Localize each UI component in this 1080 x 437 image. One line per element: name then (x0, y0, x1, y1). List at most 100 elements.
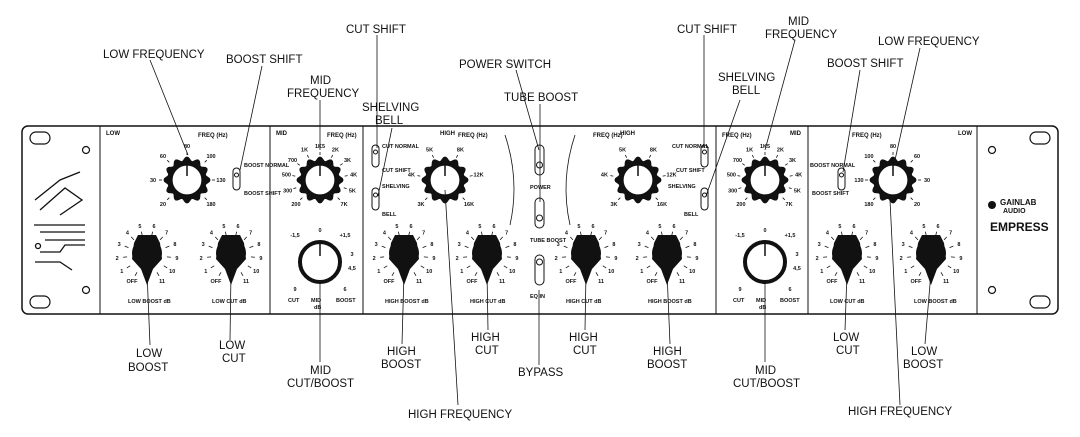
tick-label: OFF (384, 279, 396, 285)
tick-mark (159, 236, 164, 241)
tick-label: 3K (789, 158, 796, 164)
tick-label: 30 (924, 178, 930, 184)
tick-label: 3K (417, 202, 424, 208)
freq-hz-label: FREQ (Hz) (327, 133, 357, 139)
tick-mark (210, 265, 215, 269)
tick-label: OFF (911, 279, 923, 285)
tick-label: 10 (426, 269, 432, 275)
callout-bypass: BYPASS (518, 367, 563, 379)
tick-label: 9 (259, 256, 262, 262)
tick-mark (595, 272, 599, 276)
tick-label: 11 (859, 279, 865, 285)
mid-cut-boost-knob-left[interactable]: -1,50+1,534,569 (290, 228, 356, 293)
tick-label: 1K (301, 148, 308, 154)
brand-line2: AUDIO (1003, 208, 1026, 215)
tick-label: 4,5 (348, 266, 356, 272)
cut-shift-switch-right[interactable] (700, 144, 709, 168)
callout-shelving-right-1: SHELVING (718, 72, 775, 84)
tick-label: 8K (650, 148, 657, 154)
tick-mark (124, 245, 129, 248)
cut-shift-switch-left[interactable] (371, 144, 380, 168)
tick-label: 6 (343, 287, 346, 293)
tick-label: 3 (202, 242, 205, 248)
tick-mark (654, 272, 658, 276)
shelving-bell-switch-right[interactable] (700, 187, 709, 211)
tick-mark (166, 159, 170, 163)
callout-high-cut-left-1: HIGH (471, 332, 500, 344)
tick-label: 100 (864, 154, 873, 160)
tick-label: 2 (636, 256, 639, 262)
tick-label: 4 (466, 230, 470, 236)
tick-label: 9 (175, 256, 178, 262)
mid-cut-label: CUT (733, 298, 745, 304)
mid-cut-boost-knob-right[interactable]: -1,50+1,534,569 (735, 228, 801, 293)
brand-logo: GAINLAB AUDIO EMPRESS (988, 198, 1049, 234)
tick-label: 7 (685, 230, 688, 236)
tick-mark (751, 154, 755, 158)
tick-label: 300 (283, 189, 292, 195)
boost-shift-switch-right[interactable] (837, 167, 846, 191)
tick-label: 5 (658, 224, 661, 230)
low-boost-db-label: LOW BOOST dB (128, 299, 171, 305)
tick-mark (872, 159, 876, 163)
callout-low-cut-left-1: LOW (219, 340, 245, 352)
tick-mark (381, 245, 386, 248)
tick-label: 11 (499, 279, 505, 285)
tick-label: 3 (375, 242, 378, 248)
tick-mark (420, 265, 425, 269)
tick-label: 9 (515, 256, 518, 262)
boost-shift-switch-left[interactable] (232, 167, 241, 191)
tick-label: 8 (693, 242, 696, 248)
tick-mark (788, 187, 792, 190)
tick-mark (872, 197, 876, 201)
tick-label: 1 (559, 269, 562, 275)
tick-label: 8K (457, 148, 464, 154)
section-high-left: HIGH (440, 131, 455, 137)
tube-boost-switch[interactable] (534, 197, 545, 229)
tick-mark (655, 197, 659, 201)
tick-mark (391, 272, 395, 276)
tick-mark (204, 197, 208, 201)
mid-db-label: dB (759, 305, 766, 311)
shelving-bell-switch-left[interactable] (371, 187, 380, 211)
power-switch[interactable] (534, 144, 545, 176)
tube-boost-label: TUBE BOOST (530, 238, 567, 244)
tick-label: 8 (612, 242, 615, 248)
tick-label: 11 (416, 279, 422, 285)
eq-in-switch[interactable] (534, 254, 545, 286)
tick-label: 5 (138, 224, 141, 230)
tick-label: 1 (377, 269, 380, 275)
tick-mark (466, 265, 471, 269)
tick-label: 11 (598, 279, 604, 285)
tick-mark (943, 236, 948, 241)
mid-mid-label: MID (311, 298, 321, 304)
tick-mark (775, 154, 779, 158)
tick-label: 20 (914, 202, 920, 208)
section-mid-left: MID (276, 131, 288, 137)
tick-label: 80 (890, 144, 896, 150)
power-label: POWER (530, 185, 551, 191)
tick-mark (910, 265, 915, 269)
tick-mark (908, 245, 913, 248)
tick-mark (924, 231, 927, 236)
tick-mark (330, 154, 334, 158)
tick-label: 180 (206, 202, 215, 208)
freq-hz-label: FREQ (Hz) (458, 133, 488, 139)
boost-shift-label: BOOST SHIFT (812, 191, 850, 197)
callout-tube-boost: TUBE BOOST (504, 92, 578, 104)
leader-lines (146, 35, 932, 406)
